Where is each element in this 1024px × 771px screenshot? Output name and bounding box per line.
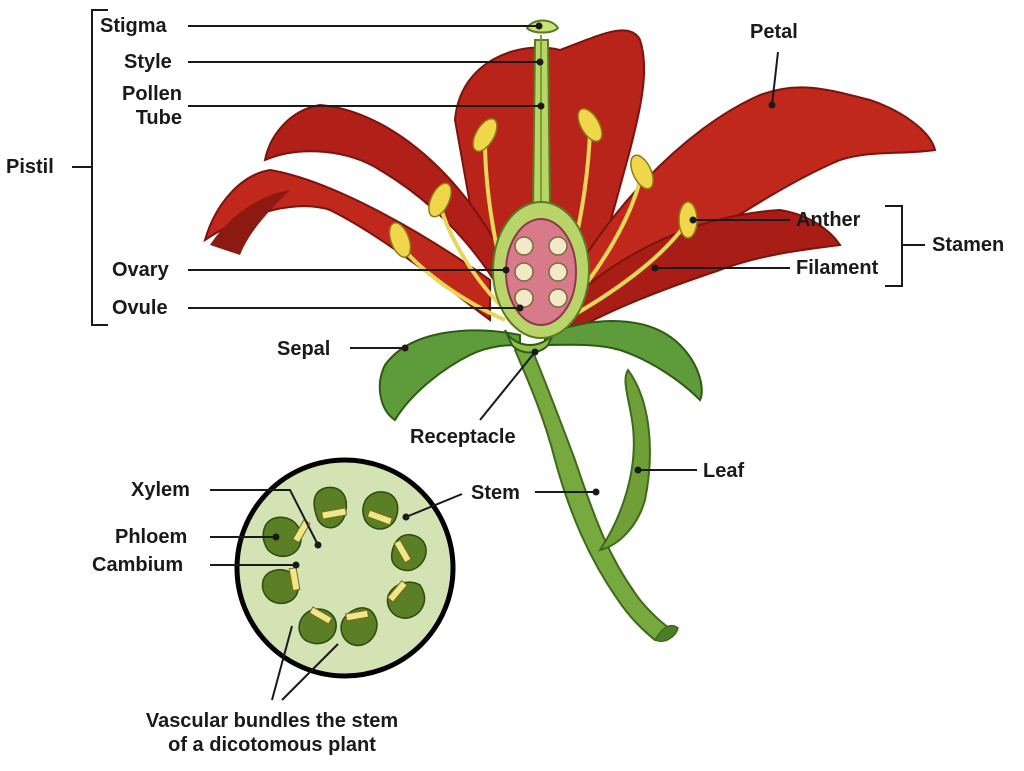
stigma [525,19,560,34]
anther-2 [428,182,452,218]
sepal-right [544,320,703,402]
label-ovule: Ovule [112,297,168,319]
petal-dot [768,101,776,109]
ovules [514,236,568,308]
label-vascular-bundles: Vascular bundles the stem of a dicotomou… [145,710,399,756]
pollen-tube-dot [537,102,545,110]
sepal-dot [401,344,409,352]
label-ovary: Ovary [112,259,169,281]
cambium-2 [366,509,393,526]
vascular-bundle-8 [262,516,302,557]
ovule-2 [548,236,568,256]
filament-2 [438,204,507,312]
cross-section-outline [234,457,456,679]
cambium-5 [345,609,370,622]
leaf-dot [634,466,642,474]
label-stigma: Stigma [100,15,167,37]
label-receptacle: Receptacle [410,426,516,448]
anther-5 [630,154,654,190]
leader-lines [72,9,925,701]
stem-cut [653,624,679,642]
label-pistil: Pistil [6,156,54,178]
receptacle-line [479,351,536,421]
stamen-bracket [885,205,903,287]
vascular-bundle-2 [362,491,399,530]
anther-dot [689,216,697,224]
filament-6 [564,223,687,322]
pistil-bracket [91,9,108,326]
label-style: Style [124,51,172,73]
style-dot [536,58,544,66]
petal-dark-fold [210,190,290,255]
petal-line [771,51,779,106]
stem-section-line [405,493,463,518]
ovule-5 [514,288,534,308]
sepals [378,320,703,422]
stem-section-dot [402,513,410,521]
cambium-bands [288,507,412,625]
stem-group [513,343,679,642]
pistil-group [492,19,590,339]
ovule-1 [514,236,534,256]
cambium-1 [321,507,348,520]
label-stem: Stem [471,482,520,504]
receptacle-dot [531,348,539,356]
ovule-dot [516,304,524,312]
petal-left [203,168,491,323]
stem-cross-section [234,457,456,679]
sepal-left [378,329,521,422]
label-cambium: Cambium [92,554,184,576]
vascular-bundle-1 [313,486,347,529]
xylem-dot [314,541,322,549]
ovule-4 [548,262,568,282]
bundles-line-1 [271,625,293,701]
anther-3 [472,118,498,152]
leader-dots [272,22,776,569]
leaf [597,368,651,552]
label-petal: Petal [750,21,798,43]
cambium-4 [386,579,408,603]
ovule-6 [548,288,568,308]
anther-1 [388,222,412,258]
anther-4 [577,108,603,142]
label-pollen-tube: Pollen Tube [121,83,182,129]
stem-dot [592,488,600,496]
label-anther: Anther [796,209,861,231]
stigma-dot [535,22,543,30]
cambium-3 [393,539,412,564]
bundles-line-2 [281,643,339,701]
ovule-3 [514,262,534,282]
ovary-dot [502,266,510,274]
filament-dot [651,264,659,272]
label-filament: Filament [796,257,879,279]
cambium-dot [292,561,300,569]
petal-right-lower [558,208,842,332]
label-xylem: Xylem [131,479,190,501]
phloem-dot [272,533,280,541]
anthers [388,108,698,258]
xylem-line [210,489,319,546]
cambium-6 [308,606,333,625]
label-leaf: Leaf [703,460,745,482]
label-sepal: Sepal [277,338,331,360]
label-stamen: Stamen [932,234,1005,256]
cambium-7 [288,567,301,592]
label-phloem: Phloem [115,526,188,548]
vascular-bundle-3 [390,533,427,572]
